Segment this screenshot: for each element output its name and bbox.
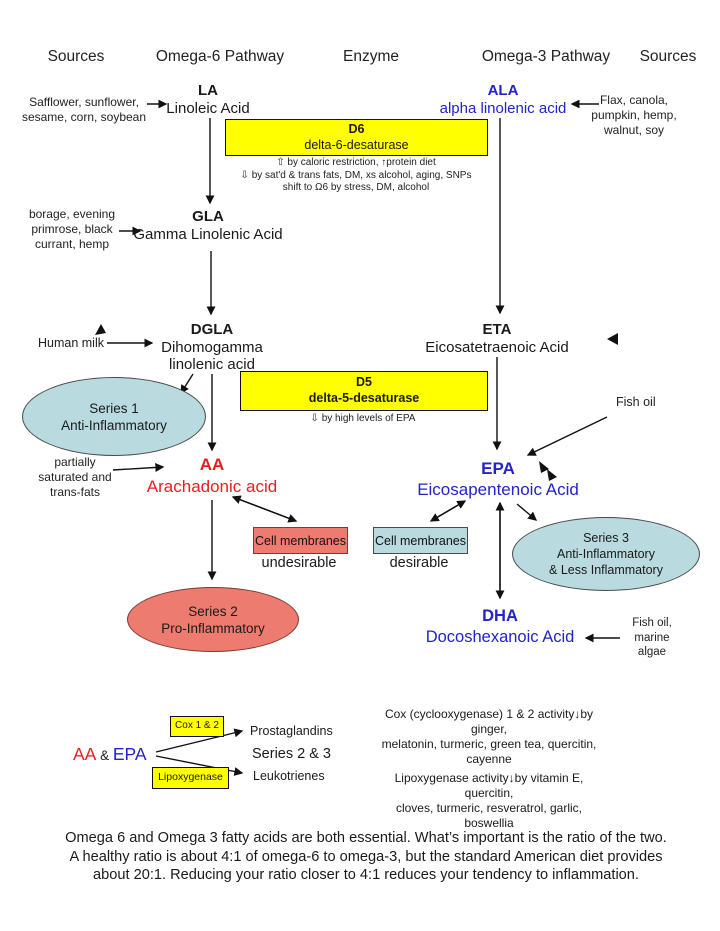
arrow-membranes-to-epa: [430, 500, 467, 522]
arrowhead-icon: [95, 324, 106, 335]
enzyme-d5-box: D5 delta-5-desaturase: [240, 371, 488, 411]
cell-membranes-box-undesirable: Cell membranes: [253, 527, 348, 554]
header-sources-right: Sources: [639, 48, 697, 65]
source-partially-trans-fats: partially saturated and trans-fats: [38, 455, 112, 499]
label-undesirable: undesirable: [261, 555, 337, 571]
node-eta-abbr: ETA: [482, 321, 512, 338]
arrowhead-icon: [547, 469, 557, 481]
source-ala: Flax, canola, pumpkin, hemp, walnut, soy: [591, 93, 677, 137]
source-gla: borage, evening primrose, black currant,…: [28, 207, 116, 251]
arrowhead-icon: [607, 333, 618, 345]
node-dha-abbr: DHA: [482, 607, 518, 625]
cox-box: Cox 1 & 2: [170, 716, 224, 737]
cell-membranes-box-desirable: Cell membranes: [373, 527, 468, 554]
source-human-milk: Human milk: [38, 336, 104, 350]
node-ala-name: alpha linolenic acid: [439, 100, 567, 117]
header-sources-left: Sources: [47, 48, 105, 65]
lipoxygenase-box: Lipoxygenase: [152, 767, 229, 789]
label-desirable: desirable: [389, 555, 449, 571]
source-fish-oil-epa: Fish oil: [616, 395, 656, 409]
node-ala: ALA alpha linolenic acid: [440, 82, 567, 118]
note-cox: Cox (cyclooxygenase) 1 & 2 activity↓by g…: [381, 707, 597, 766]
label-series-2-3: Series 2 & 3: [252, 746, 331, 762]
bottom-epa: EPA: [112, 744, 147, 764]
enzyme-d6-box: D6 delta-6-desaturase: [225, 119, 488, 156]
node-aa: AA Arachadonic acid: [147, 454, 277, 498]
arrow-epa-to-series3: [516, 503, 538, 521]
node-gla-abbr: GLA: [192, 208, 224, 225]
enzyme-d5-note: ⇩ by high levels of EPA: [310, 413, 416, 424]
node-aa-abbr: AA: [199, 455, 225, 474]
series3-ellipse: Series 3 Anti-Inflammatory & Less Inflam…: [512, 517, 700, 591]
node-la: LA Linoleic Acid: [166, 82, 249, 118]
series1-ellipse: Series 1 Anti-Inflammatory: [22, 377, 206, 456]
label-leukotrienes: Leukotrienes: [253, 769, 325, 783]
cell-membranes-label: Cell membranes: [254, 533, 346, 548]
source-la: Safflower, sunflower, sesame, corn, soyb…: [21, 95, 147, 124]
node-dgla-name: Dihomogamma linolenic acid: [161, 338, 263, 374]
node-dgla: DGLA Dihomogamma linolenic acid: [161, 321, 263, 374]
arrow-aaepa-to-prostaglandins: [155, 728, 244, 753]
bottom-amp: &: [96, 748, 113, 763]
node-ala-abbr: ALA: [487, 82, 519, 99]
enzyme-d5-abbr: D5: [356, 375, 372, 389]
bottom-aa: AA: [73, 744, 97, 764]
arrow-membranes-to-aa: [231, 495, 297, 522]
enzyme-d6-abbr: D6: [348, 122, 365, 136]
node-epa-abbr: EPA: [481, 459, 515, 478]
series2-ellipse: Series 2 Pro-Inflammatory: [127, 587, 299, 652]
node-epa-name: Eicosapentenoic Acid: [417, 480, 579, 499]
footer-paragraph: Omega 6 and Omega 3 fatty acids are both…: [65, 830, 667, 884]
series1-label: Series 1 Anti-Inflammatory: [61, 400, 167, 433]
header-omega3-pathway: Omega-3 Pathway: [481, 48, 611, 65]
arrow-transfats-to-aa: [112, 462, 165, 472]
enzyme-d6-notes: ⇧ by caloric restriction, ↑protein diet …: [240, 157, 472, 193]
enzyme-d5-name: delta-5-desaturase: [308, 391, 420, 405]
node-dha: DHA Docoshexanoic Acid: [426, 606, 575, 648]
arrow-fishoil-to-epa: [526, 416, 608, 456]
node-dgla-abbr: DGLA: [190, 321, 234, 338]
node-aa-name: Arachadonic acid: [146, 477, 278, 496]
cell-membranes-label: Cell membranes: [374, 533, 466, 548]
label-prostaglandins: Prostaglandins: [250, 724, 333, 738]
enzyme-d6-name: delta-6-desaturase: [304, 138, 409, 152]
note-lipoxygenase: Lipoxygenase activity↓by vitamin E, quer…: [394, 771, 584, 830]
series2-label: Series 2 Pro-Inflammatory: [161, 603, 265, 636]
node-eta-name: Eicosatetraenoic Acid: [425, 339, 569, 356]
node-la-abbr: LA: [197, 82, 218, 99]
node-la-name: Linoleic Acid: [166, 100, 250, 117]
node-gla: GLA Gamma Linolenic Acid: [133, 208, 282, 244]
series3-label: Series 3 Anti-Inflammatory & Less Inflam…: [549, 531, 663, 577]
node-epa: EPA Eicosapentenoic Acid: [417, 458, 579, 500]
node-gla-name: Gamma Linolenic Acid: [133, 226, 283, 243]
node-eta: ETA Eicosatetraenoic Acid: [425, 321, 568, 357]
header-enzyme: Enzyme: [343, 48, 399, 65]
header-omega6-pathway: Omega-6 Pathway: [155, 48, 285, 65]
source-fish-oil-dha: Fish oil, marine algae: [632, 617, 672, 658]
bottom-aa-epa: AA & EPA: [73, 744, 147, 765]
node-dha-name: Docoshexanoic Acid: [425, 628, 575, 646]
arrowhead-icon: [539, 461, 549, 473]
